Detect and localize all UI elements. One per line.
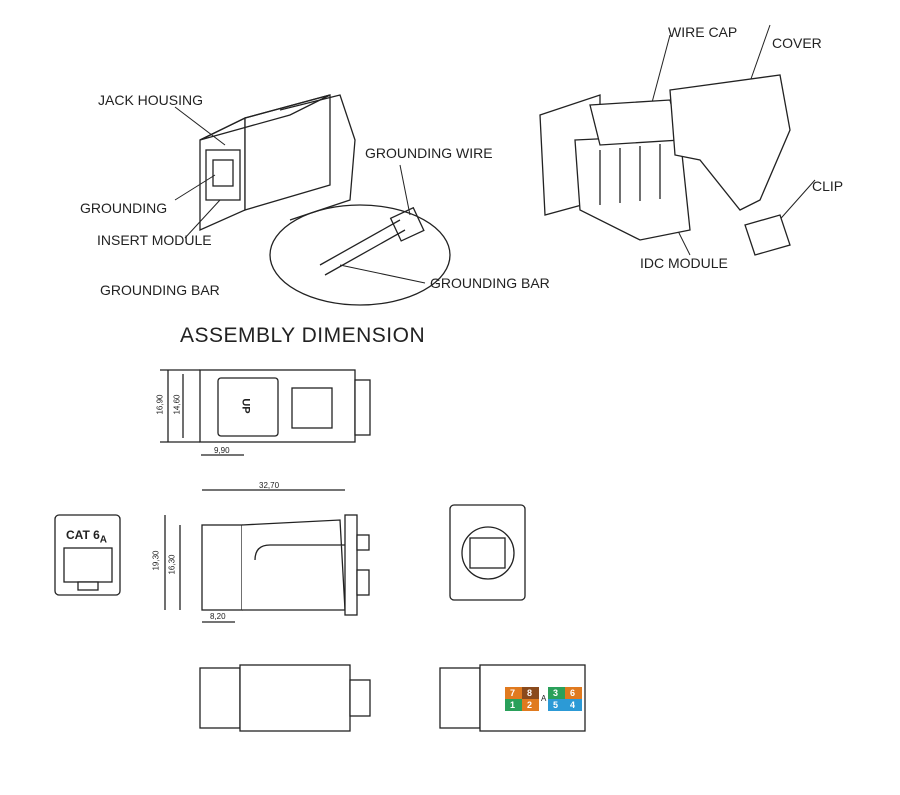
bottom-views xyxy=(199,664,586,732)
wire-1: 1 xyxy=(510,700,516,710)
wire-5: 5 xyxy=(553,700,559,710)
top-view xyxy=(160,369,371,456)
dim-side-height-outer: 19,30 xyxy=(151,550,161,571)
cat-subscript: A xyxy=(99,534,108,546)
callout-grounding-bar-left: GROUNDING BAR xyxy=(100,282,220,298)
side-view xyxy=(164,489,370,623)
callout-grounding-bar-right: GROUNDING BAR xyxy=(430,275,550,291)
dim-top-height-outer: 16,90 xyxy=(155,394,165,415)
callout-jack-housing: JACK HOUSING xyxy=(98,92,204,108)
dim-top-height-inner: 14,60 xyxy=(172,394,182,415)
dim-side-height-inner: 16,30 xyxy=(167,554,177,575)
dim-side-length: 32,70 xyxy=(259,481,280,490)
wire-7: 7 xyxy=(510,688,516,698)
wire-6: 6 xyxy=(570,688,576,698)
callout-grounding-wire: GROUNDING WIRE xyxy=(365,145,493,161)
callout-wire-cap: WIRE CAP xyxy=(668,24,738,40)
wire-8: 8 xyxy=(527,688,533,698)
back-view xyxy=(449,504,526,601)
idc-exploded-view xyxy=(539,74,791,256)
jack-exploded-view xyxy=(199,94,451,306)
wire-2: 2 xyxy=(527,700,533,710)
wire-4: 4 xyxy=(570,700,576,710)
section-title: ASSEMBLY DIMENSION xyxy=(180,324,426,347)
dim-top-width: 9,90 xyxy=(214,446,230,455)
dim-side-front: 8,20 xyxy=(210,612,226,621)
callout-idc-module: IDC MODULE xyxy=(640,255,728,271)
callout-cover: COVER xyxy=(772,35,822,51)
cat-text: CAT 6 xyxy=(66,528,100,542)
up-marking: UP xyxy=(239,398,252,414)
wire-3: 3 xyxy=(553,688,559,698)
cat-marking: CAT 6A xyxy=(66,528,107,545)
front-view xyxy=(54,514,121,596)
callout-grounding: GROUNDING xyxy=(80,200,168,216)
wire-center-label: A xyxy=(541,694,547,703)
callout-clip: CLIP xyxy=(812,178,844,194)
callout-insert-module: INSERT MODULE xyxy=(97,232,212,248)
